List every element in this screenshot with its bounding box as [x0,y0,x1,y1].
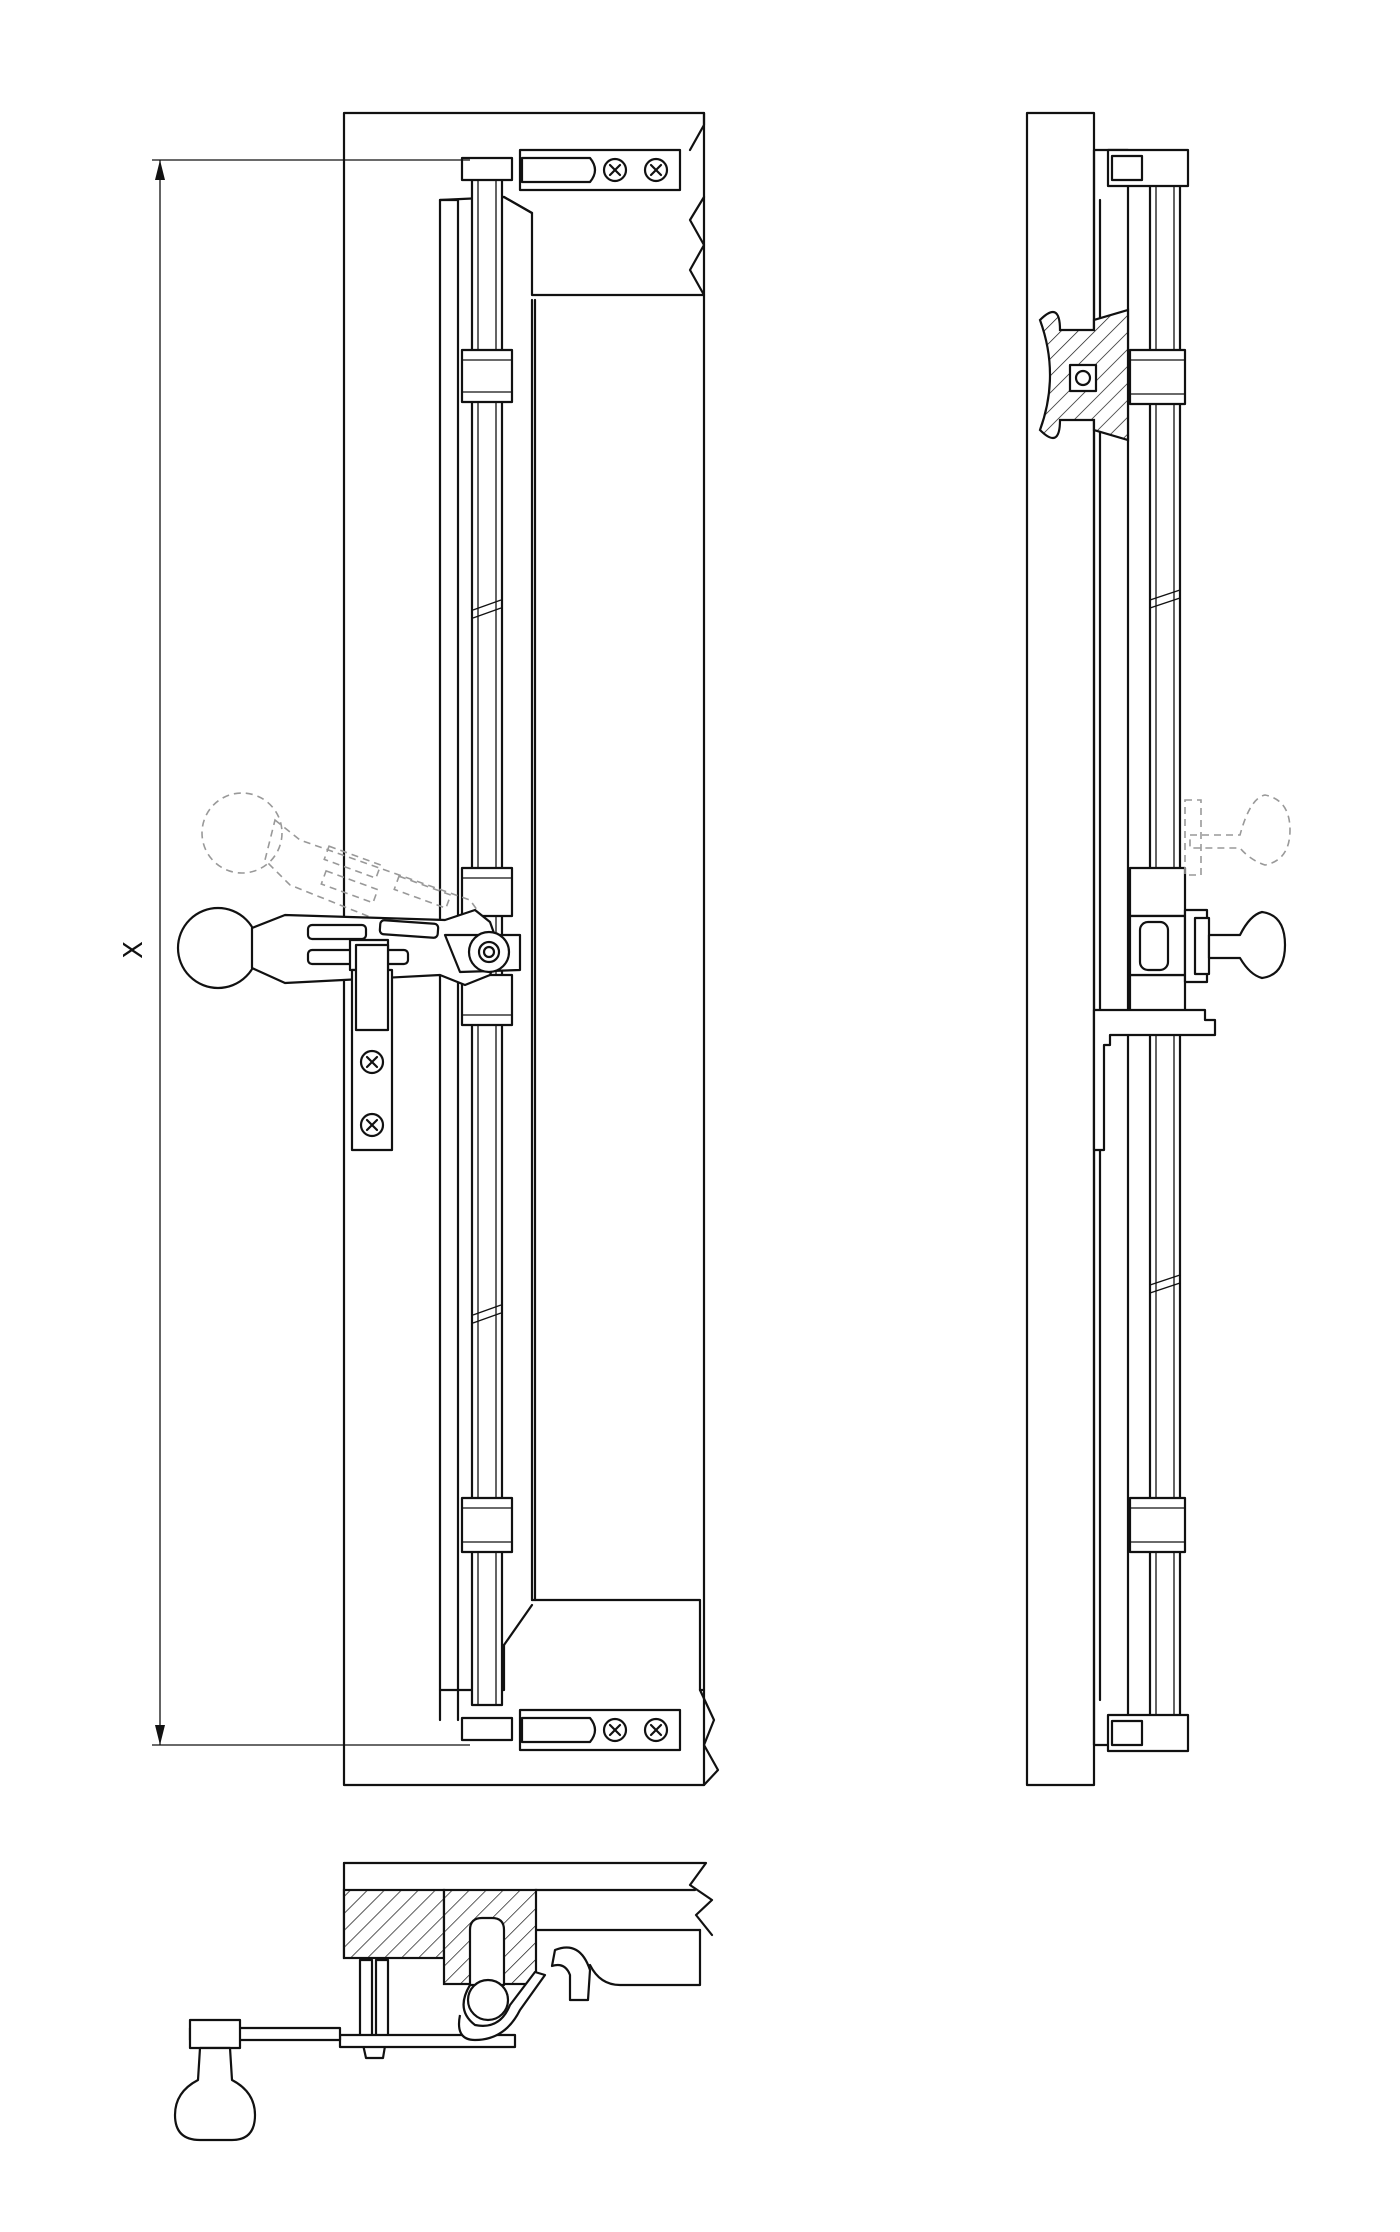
handle-open-position [201,792,497,956]
bottom-keeper [460,1708,682,1752]
front-view: X [119,111,720,1787]
rod-guide-center [460,866,514,1027]
rod-guide-upper [460,348,514,404]
handle-bracket [348,938,394,1152]
handle-knob[interactable] [176,906,260,990]
dimension-x: X [119,159,470,1746]
dimension-label: X [119,941,149,959]
section-view [173,1861,714,2142]
frame-section [342,1888,446,1960]
top-keeper [460,148,682,192]
lower-sash-section [438,1598,720,1787]
side-view [1025,111,1291,1787]
rod-guide-lower [460,1496,514,1554]
